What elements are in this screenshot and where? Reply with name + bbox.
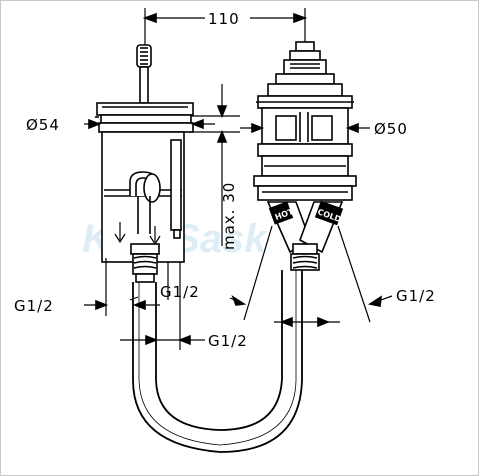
dim-thread-center-lower: G1/2 bbox=[208, 332, 248, 350]
dim-thread-left: G1/2 bbox=[14, 297, 54, 315]
dim-diameter-50: Ø50 bbox=[374, 120, 408, 138]
dim-max-30: max. 30 bbox=[220, 182, 238, 250]
drawing-lines bbox=[84, 8, 393, 453]
dim-thread-center-upper: G1/2 bbox=[160, 283, 200, 301]
dim-width-110: 110 bbox=[208, 10, 240, 28]
dim-thread-right: G1/2 bbox=[396, 287, 436, 305]
dim-diameter-54: Ø54 bbox=[26, 116, 60, 134]
